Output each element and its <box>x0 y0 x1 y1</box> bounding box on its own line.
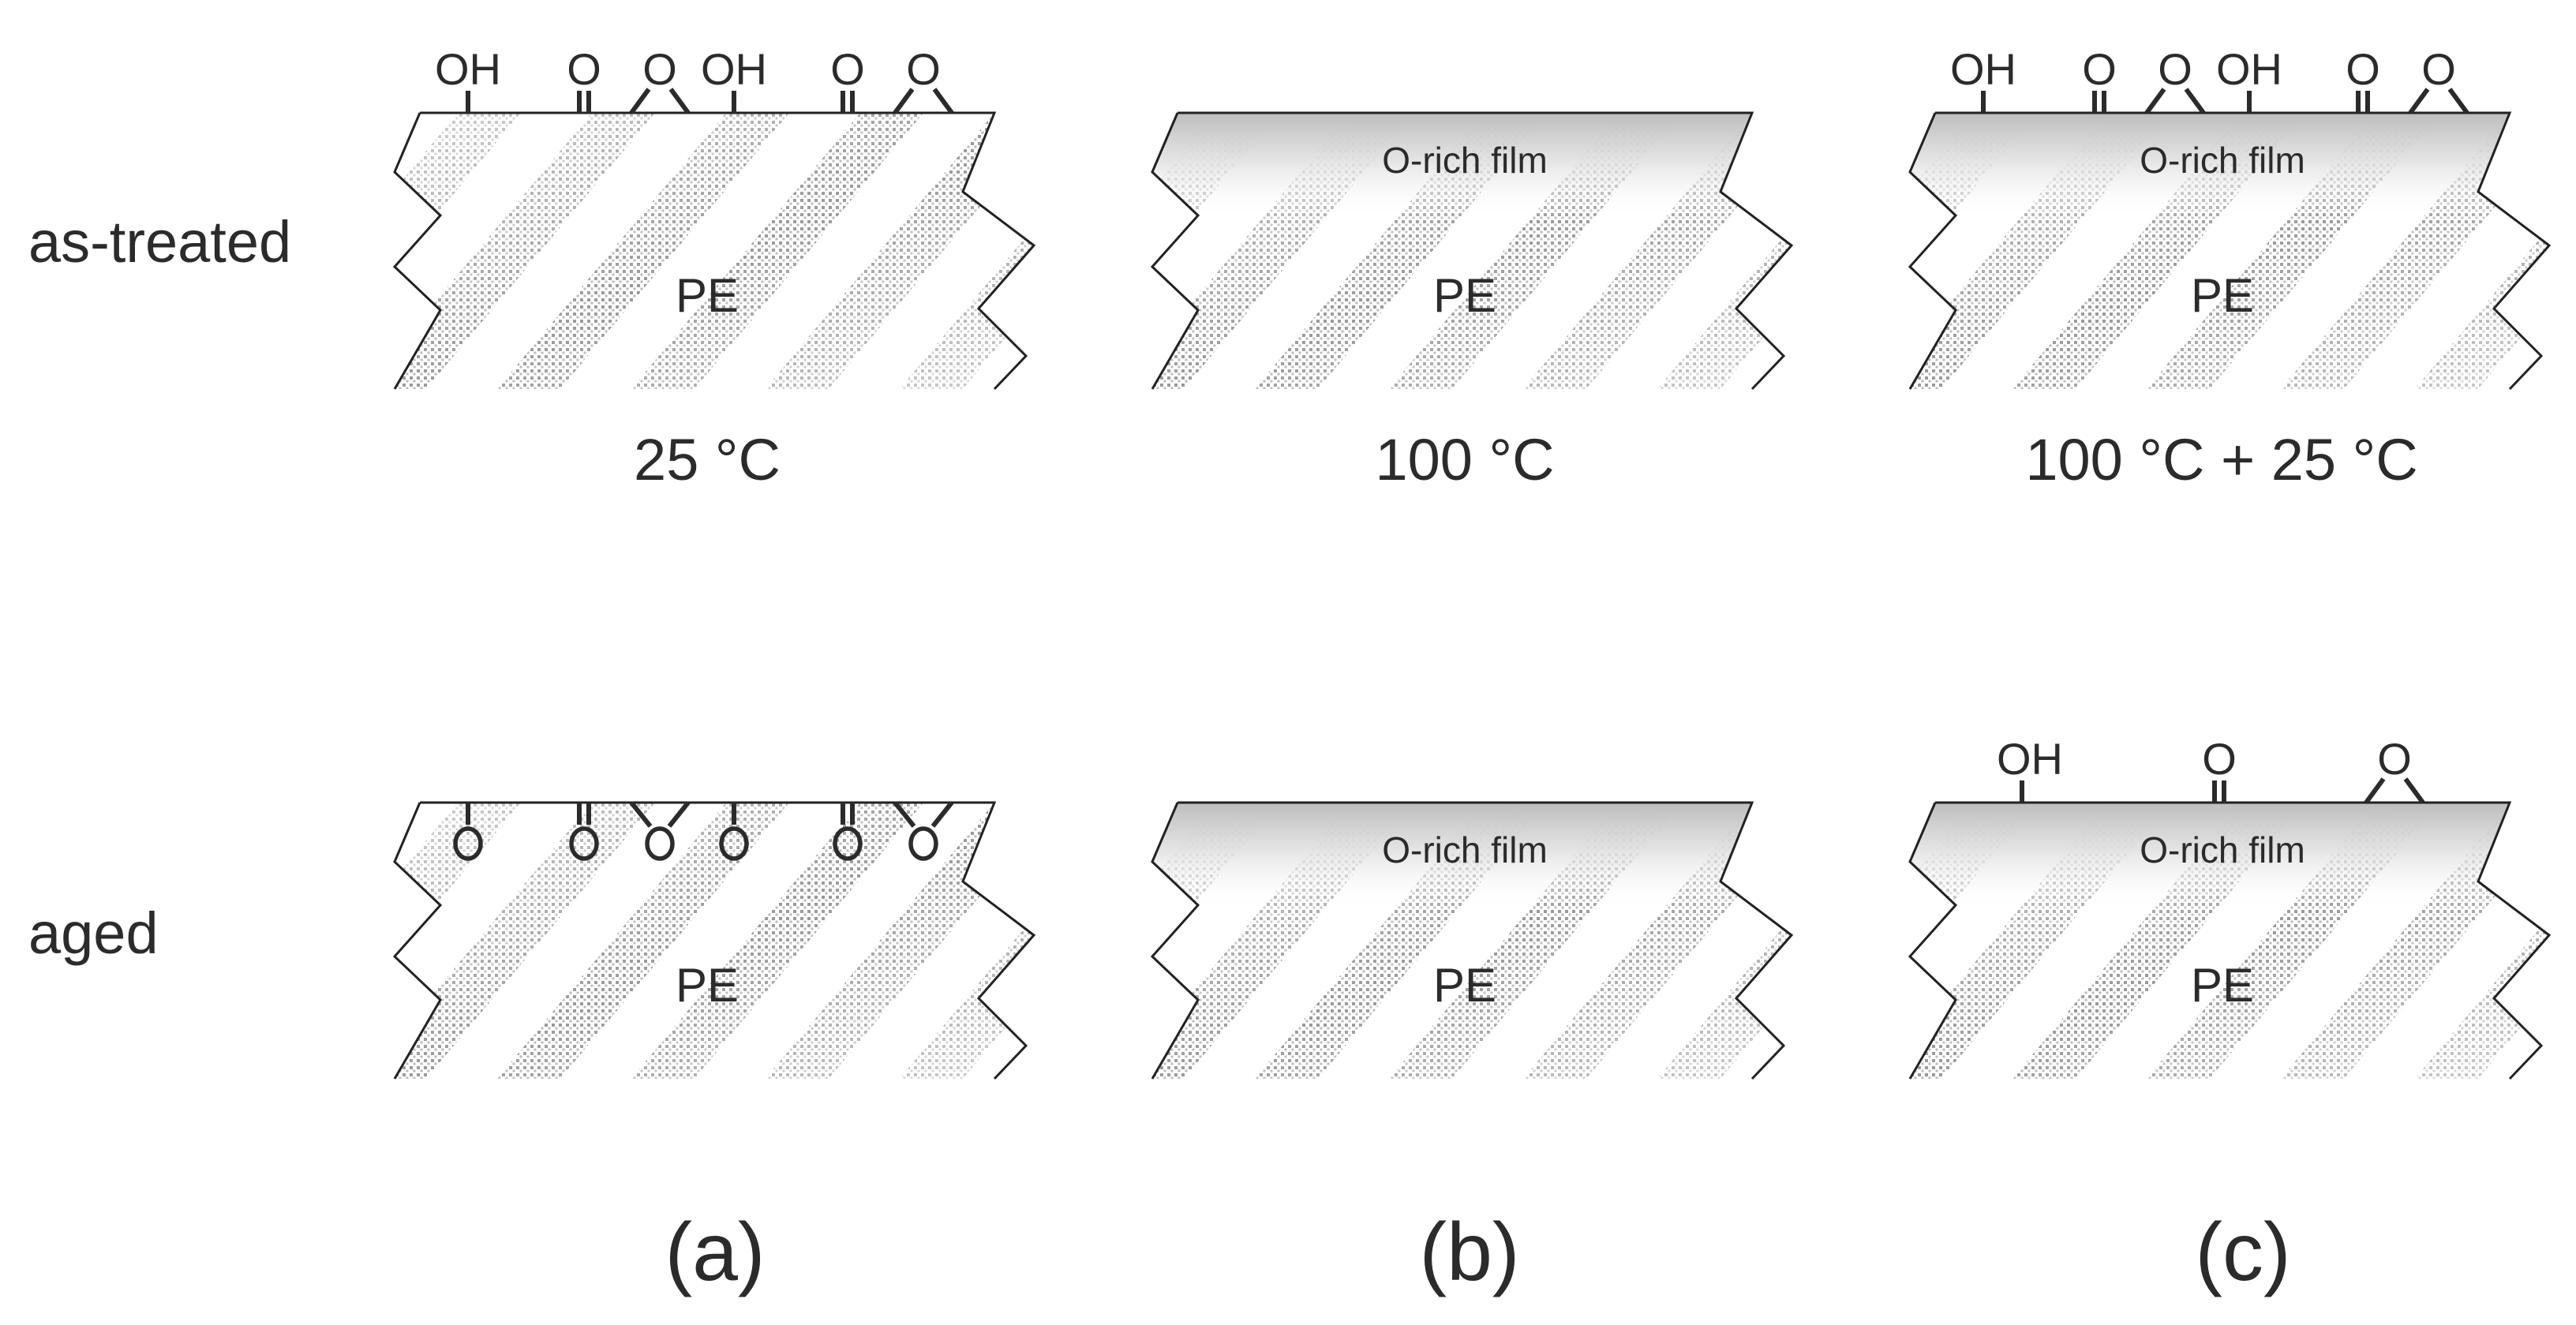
pe-label: PE <box>676 269 739 322</box>
carbonyl-group-buried <box>569 803 599 861</box>
hydroxyl-group-buried <box>719 803 749 861</box>
hydroxyl-group-buried <box>453 803 483 861</box>
epoxide-group: O <box>2408 44 2469 114</box>
film-label: O-rich film <box>2140 829 2305 870</box>
carbonyl-group: O <box>2346 44 2380 113</box>
carbonyl-label: O <box>2082 44 2117 94</box>
panel-id-a: (a) <box>665 1207 765 1298</box>
pe-substrate-block <box>1150 111 1794 391</box>
panel-id-c: (c) <box>2195 1207 2290 1298</box>
hydroxyl-label: OH <box>1997 734 2063 784</box>
pe-substrate-block <box>392 801 1036 1080</box>
panel-c-as-treated: O-rich film PE OH O O OH O <box>1908 44 2552 391</box>
carbonyl-group-buried <box>833 803 863 861</box>
hydroxyl-group: OH <box>1997 734 2063 803</box>
epoxide-group: O <box>2144 44 2206 114</box>
surface-groups: OH O O OH O O <box>435 44 954 114</box>
carbonyl-label: O <box>830 44 865 94</box>
row-label-as-treated: as-treated <box>28 209 291 275</box>
epoxide-label: O <box>2421 44 2456 94</box>
hydroxyl-group: OH <box>2216 44 2282 113</box>
surface-groups: OH O O OH O O <box>1950 44 2469 114</box>
panel-a-aged: PE <box>392 801 1036 1080</box>
epoxide-group: O <box>629 44 691 114</box>
o-rich-film-layer <box>1152 803 1792 909</box>
condition-label-b: 100 °C <box>1375 427 1554 492</box>
carbonyl-group: O <box>2202 734 2237 803</box>
carbonyl-label: O <box>2346 44 2380 94</box>
hydroxyl-group: OH <box>435 44 501 113</box>
epoxide-group: O <box>893 44 954 114</box>
panel-b-as-treated: O-rich film PE <box>1150 111 1794 391</box>
panel-b-aged: O-rich film PE <box>1150 801 1794 1080</box>
hydroxyl-group: OH <box>701 44 767 113</box>
epoxide-label: O <box>642 44 677 94</box>
pe-label: PE <box>1433 959 1496 1012</box>
pe-substrate-block <box>1908 801 2552 1080</box>
surface-groups: OH O O <box>1997 734 2425 804</box>
hydroxyl-label: OH <box>435 44 501 94</box>
pe-label: PE <box>2191 959 2254 1012</box>
film-label: O-rich film <box>2140 140 2305 181</box>
pe-substrate-block <box>1908 111 2552 391</box>
o-rich-film-layer <box>1910 113 2549 219</box>
buried-surface-groups <box>453 801 954 861</box>
row-label-aged: aged <box>28 900 159 966</box>
epoxide-label: O <box>2158 44 2192 94</box>
hydroxyl-label: OH <box>2216 44 2282 94</box>
hydroxyl-label: OH <box>1950 44 2016 94</box>
epoxide-group: O <box>2364 734 2425 804</box>
epoxide-label: O <box>2377 734 2412 784</box>
pe-label: PE <box>1433 269 1496 322</box>
hydroxyl-label: OH <box>701 44 767 94</box>
carbonyl-group: O <box>830 44 865 113</box>
pe-label: PE <box>676 959 739 1012</box>
epoxide-group-buried <box>629 801 691 861</box>
panel-id-b: (b) <box>1419 1207 1519 1298</box>
carbonyl-label: O <box>567 44 601 94</box>
carbonyl-group: O <box>567 44 601 113</box>
epoxide-group-buried <box>893 801 954 861</box>
panel-c-aged: O-rich film PE OH O O <box>1908 734 2552 1080</box>
carbonyl-label: O <box>2202 734 2237 784</box>
condition-label-a: 25 °C <box>634 427 781 492</box>
pe-label: PE <box>2191 269 2254 322</box>
carbonyl-group: O <box>2082 44 2117 113</box>
panel-a-as-treated: PE OH O O OH O <box>392 44 1036 391</box>
epoxide-label: O <box>906 44 941 94</box>
condition-label-c: 100 °C + 25 °C <box>2025 427 2417 492</box>
film-label: O-rich film <box>1382 140 1548 181</box>
film-label: O-rich film <box>1382 829 1548 870</box>
pe-substrate-block <box>392 111 1036 391</box>
o-rich-film-layer <box>1152 113 1792 219</box>
hydroxyl-group: OH <box>1950 44 2016 113</box>
o-rich-film-layer <box>1910 803 2549 909</box>
